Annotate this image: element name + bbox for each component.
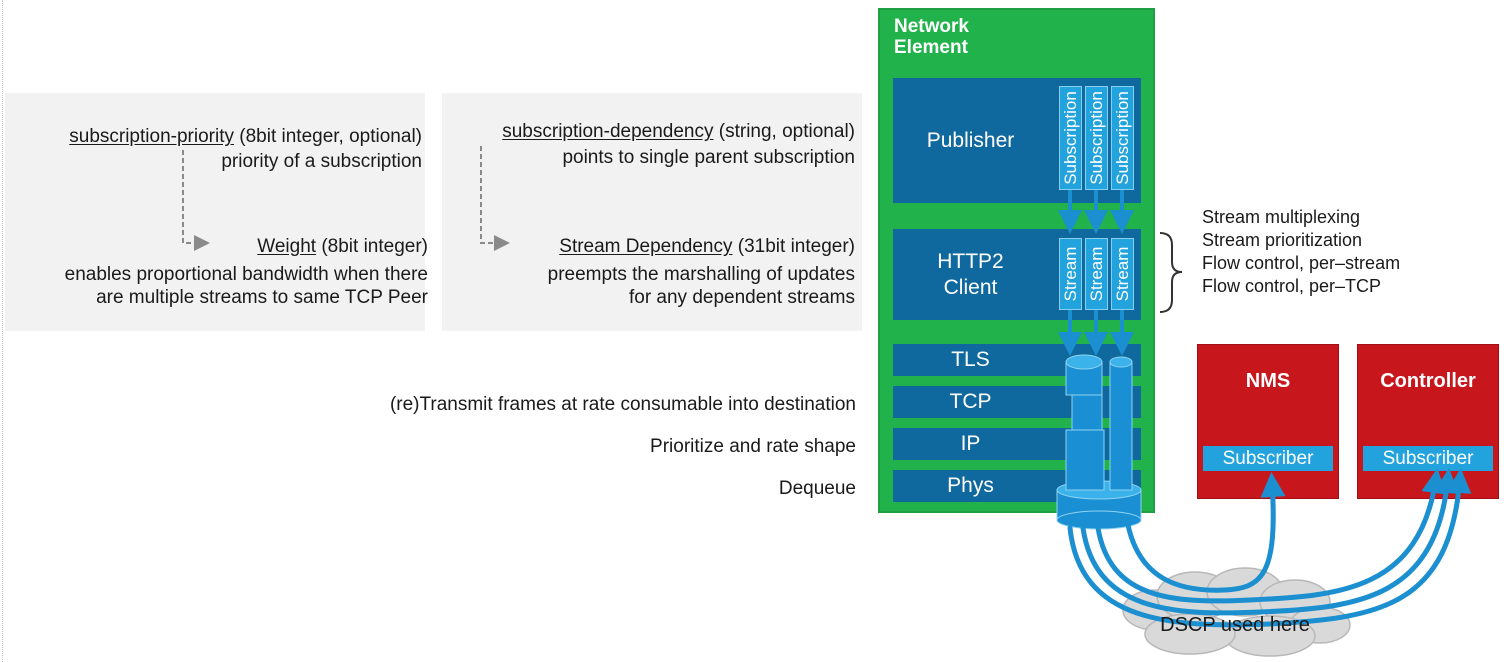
publisher-label: Publisher — [926, 128, 1015, 152]
left-dotted-border — [2, 0, 3, 662]
stream-column-1: Stream — [1059, 238, 1082, 310]
controller-title: Controller — [1380, 370, 1476, 392]
priority-to-weight-arrow — [182, 150, 210, 251]
dependency-field-name: subscription-dependency — [502, 121, 714, 142]
feature-stream-multiplexing: Stream multiplexing — [1202, 207, 1361, 227]
phys-layer-note: Dequeue — [778, 478, 856, 499]
network-element-title-line-1: Network — [894, 16, 969, 37]
features-brace — [1159, 232, 1183, 313]
priority-field-line: subscription-priority (8bit integer, opt… — [10, 125, 422, 148]
stream-dependency-detail: (31bit integer) — [732, 236, 855, 257]
weight-description-line-1: enables proportional bandwidth when ther… — [64, 264, 428, 285]
tcp-layer-note: (re)Transmit frames at rate consumable i… — [389, 394, 856, 415]
flow-to-controller-2 — [1080, 468, 1459, 616]
weight-field-name: Weight — [257, 236, 317, 257]
priority-field-detail: (8bit integer, optional) — [233, 126, 422, 147]
network-element-title-line-2: Element — [894, 37, 968, 58]
http2-label-line-1: HTTP2 — [937, 249, 1004, 273]
ip-layer-note: Prioritize and rate shape — [650, 436, 856, 457]
subscription-column-1: Subscription — [1059, 86, 1082, 190]
http2-label-line-2: Client — [943, 275, 998, 299]
dependency-field-detail: (string, optional) — [713, 121, 855, 142]
nms-title: NMS — [1245, 370, 1291, 392]
dependency-field-line: subscription-dependency (string, optiona… — [445, 120, 855, 143]
priority-field-name: subscription-priority — [69, 126, 234, 147]
feature-flow-control-per-stream: Flow control, per–stream — [1202, 253, 1401, 273]
tls-label: TLS — [951, 348, 990, 371]
stream-column-3: Stream — [1111, 238, 1134, 310]
priority-field-description: priority of a subscription — [221, 151, 422, 172]
feature-stream-prioritization: Stream prioritization — [1202, 230, 1363, 250]
priority-panel — [5, 93, 425, 331]
stream-dependency-description-line-2: for any dependent streams — [628, 287, 855, 308]
weight-field-line: Weight (8bit integer) — [10, 235, 428, 258]
dependency-to-stream-dependency-arrow — [480, 146, 510, 251]
weight-description-line-2: are multiple streams to same TCP Peer — [96, 287, 428, 308]
stream-dependency-name: Stream Dependency — [559, 236, 733, 257]
stream-dependency-description-line-1: preempts the marshalling of updates — [547, 264, 855, 285]
phys-label: Phys — [947, 474, 994, 497]
dscp-cloud-label: DSCP used here — [1160, 614, 1310, 636]
feature-flow-control-per-tcp: Flow control, per–TCP — [1202, 276, 1382, 296]
tcp-label: TCP — [949, 390, 992, 413]
stream-dependency-line: Stream Dependency (31bit integer) — [445, 235, 855, 258]
subscription-column-2: Subscription — [1085, 86, 1108, 190]
nms-subscriber: Subscriber — [1203, 446, 1333, 471]
stream-column-2: Stream — [1085, 238, 1108, 310]
ip-label: IP — [960, 432, 981, 455]
flow-to-nms — [1125, 472, 1286, 593]
flow-to-controller-3 — [1067, 468, 1472, 628]
dependency-field-description: points to single parent subscription — [562, 147, 855, 168]
queue-stack — [1056, 354, 1142, 530]
subscription-column-3: Subscription — [1111, 86, 1134, 190]
flows-to-subscribers — [1067, 468, 1472, 628]
flow-to-controller-1 — [1095, 468, 1447, 604]
dependency-panel — [442, 93, 862, 331]
controller-subscriber: Subscriber — [1363, 446, 1493, 471]
weight-field-detail: (8bit integer) — [316, 236, 428, 257]
